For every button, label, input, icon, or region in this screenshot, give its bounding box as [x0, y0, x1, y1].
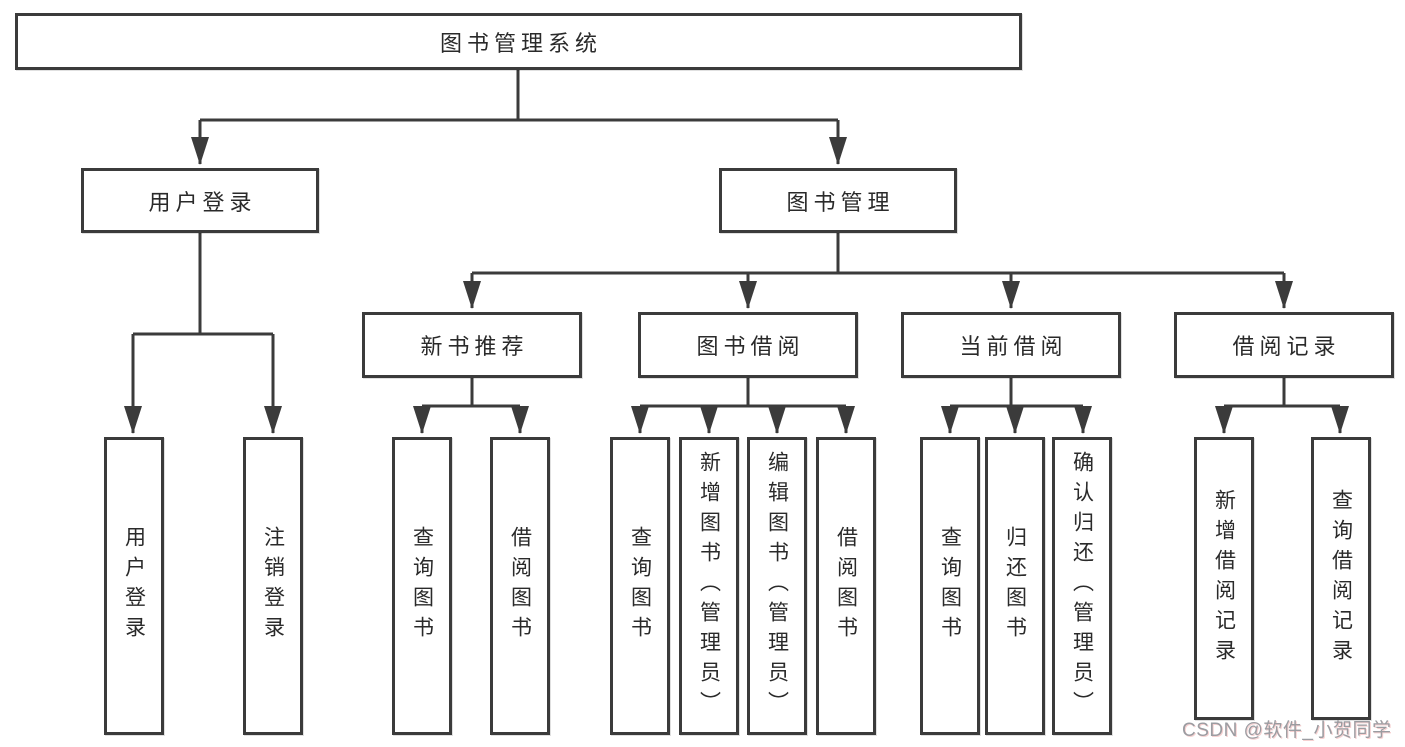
node-label: 用户登录: [148, 189, 257, 215]
node-leaf-query-borrow-record: 查询借阅记录: [1311, 437, 1371, 720]
node-label: 查询图书: [938, 526, 962, 646]
node-label: 当前借阅: [959, 334, 1068, 359]
node-label: 用户登录: [122, 526, 146, 646]
node-leaf-user-login: 用户登录: [104, 437, 164, 735]
node-current-borrowing: 当前借阅: [901, 312, 1121, 378]
watermark-text: CSDN @软件_小贺同学: [1182, 720, 1392, 741]
node-label: 借阅记录: [1232, 334, 1341, 359]
node-label: 查询借阅记录: [1329, 488, 1353, 669]
node-leaf-query-books-1: 查询图书: [392, 437, 452, 735]
node-borrowing-records: 借阅记录: [1174, 312, 1394, 378]
node-label: 图书借阅: [696, 334, 805, 359]
node-leaf-borrow-books-1: 借阅图书: [490, 437, 550, 735]
node-label: 新增借阅记录: [1212, 488, 1236, 669]
node-leaf-logout: 注销登录: [243, 437, 303, 735]
node-label: 注销登录: [261, 526, 285, 646]
node-label: 图书管理: [786, 189, 895, 215]
node-leaf-borrow-books-2: 借阅图书: [816, 437, 876, 735]
node-user-login: 用户登录: [81, 168, 319, 233]
node-book-management: 图书管理: [719, 168, 957, 233]
node-new-book-recommend: 新书推荐: [362, 312, 582, 378]
node-leaf-query-books-2: 查询图书: [610, 437, 670, 735]
node-leaf-add-books-admin: 新增图书（管理员）: [679, 437, 739, 735]
node-label: 图书管理系统: [439, 30, 602, 56]
node-label: 查询图书: [410, 526, 434, 646]
node-label: 新增图书（管理员）: [697, 451, 721, 721]
node-leaf-confirm-return-admin: 确认归还（管理员）: [1052, 437, 1112, 735]
node-root-system: 图书管理系统: [15, 13, 1022, 70]
node-label: 确认归还（管理员）: [1070, 451, 1094, 721]
node-leaf-query-books-3: 查询图书: [920, 437, 980, 735]
node-leaf-edit-books-admin: 编辑图书（管理员）: [747, 437, 807, 735]
node-label: 编辑图书（管理员）: [765, 451, 789, 721]
node-book-borrowing: 图书借阅: [638, 312, 858, 378]
node-label: 新书推荐: [420, 334, 529, 359]
node-label: 借阅图书: [834, 526, 858, 646]
node-leaf-return-books: 归还图书: [985, 437, 1045, 735]
node-label: 借阅图书: [508, 526, 532, 646]
node-label: 查询图书: [628, 526, 652, 646]
node-label: 归还图书: [1003, 526, 1027, 646]
node-leaf-add-borrow-record: 新增借阅记录: [1194, 437, 1254, 720]
